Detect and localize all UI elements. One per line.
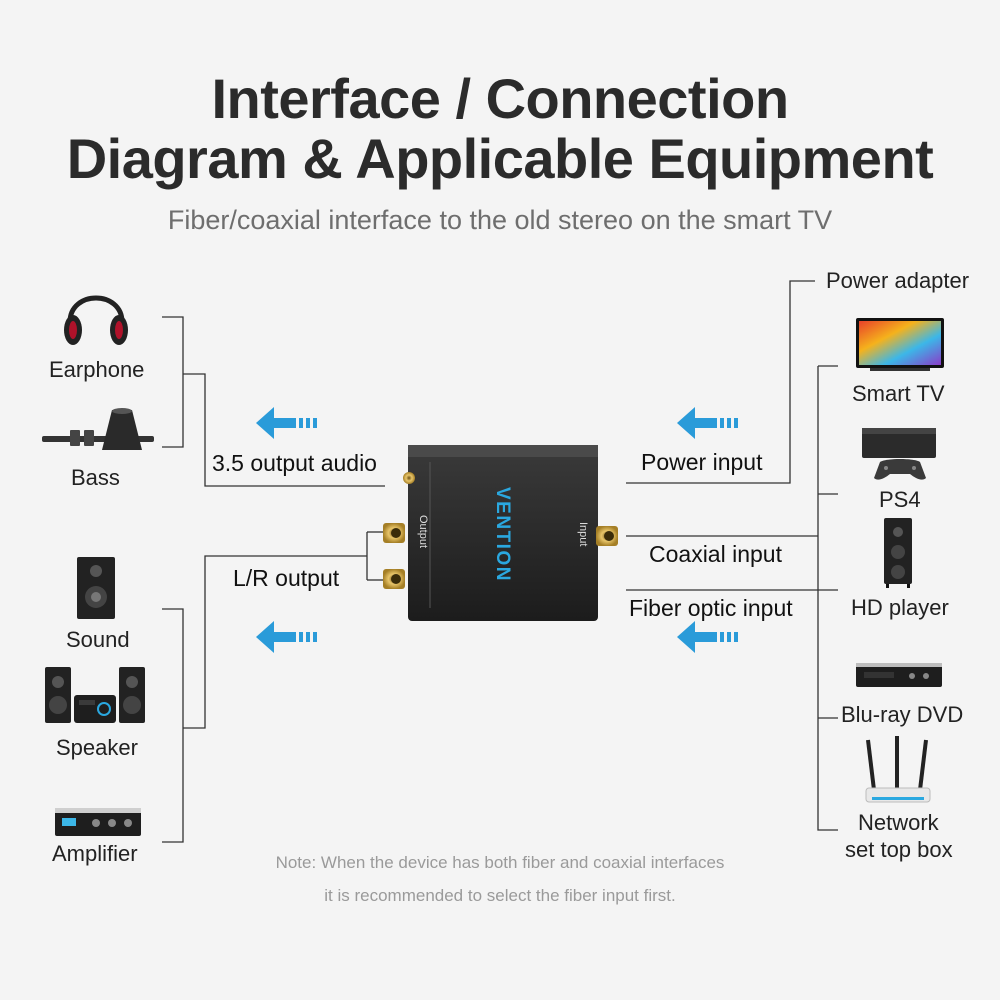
- label-3-5-output-audio: 3.5 output audio: [212, 450, 377, 476]
- left-connection-lines: [162, 316, 385, 843]
- label-bass: Bass: [71, 465, 120, 490]
- label-network-line2: set top box: [845, 837, 953, 862]
- bluray-player-icon: [856, 663, 942, 687]
- amplifier-icon: [55, 808, 141, 836]
- label-bluray-dvd: Blu-ray DVD: [841, 702, 964, 727]
- label-sound: Sound: [66, 627, 130, 652]
- ps4-console-icon: [862, 428, 936, 480]
- label-smart-tv: Smart TV: [852, 381, 945, 406]
- label-ps4: PS4: [879, 487, 921, 512]
- label-lr-output: L/R output: [233, 565, 340, 591]
- rca-output-port-1: [383, 523, 405, 543]
- label-power-input: Power input: [641, 449, 763, 475]
- note-line-2: it is recommended to select the fiber in…: [324, 886, 676, 905]
- smart-tv-icon: [856, 318, 944, 371]
- label-earphone: Earphone: [49, 357, 145, 382]
- label-speaker: Speaker: [56, 735, 138, 760]
- label-network-line1: Network: [858, 810, 939, 835]
- note-line-1: Note: When the device has both fiber and…: [275, 853, 725, 872]
- device-brand-logo: VENTION: [492, 487, 513, 582]
- label-coaxial-input: Coaxial input: [649, 541, 782, 567]
- headphones-icon: [64, 295, 128, 345]
- converter-device: Output Input VENTION: [383, 445, 618, 621]
- label-amplifier: Amplifier: [52, 841, 138, 866]
- label-hd-player: HD player: [851, 595, 949, 620]
- arrow-right-bottom: [677, 621, 738, 653]
- tower-speaker-icon: [884, 518, 912, 588]
- arrow-right-top: [677, 407, 738, 439]
- audio-jack-port: [403, 472, 415, 484]
- arrow-left-top: [256, 407, 317, 439]
- rca-output-port-2: [383, 569, 405, 589]
- label-power-adapter: Power adapter: [826, 268, 970, 293]
- title-line-1: Interface / Connection: [211, 67, 789, 130]
- label-fiber-optic-input: Fiber optic input: [629, 595, 793, 621]
- title-line-2: Diagram & Applicable Equipment: [66, 127, 934, 190]
- subtitle: Fiber/coaxial interface to the old stere…: [167, 205, 833, 235]
- bookshelf-speaker-icon: [77, 557, 115, 619]
- speaker-system-icon: [45, 667, 145, 723]
- router-icon: [865, 736, 931, 803]
- device-input-label: Input: [577, 522, 589, 546]
- arrow-left-bottom: [256, 621, 317, 653]
- right-connection-lines: [626, 280, 838, 831]
- device-output-label: Output: [417, 515, 429, 548]
- coaxial-input-port: [596, 526, 618, 546]
- soundbar-icon: [42, 408, 154, 450]
